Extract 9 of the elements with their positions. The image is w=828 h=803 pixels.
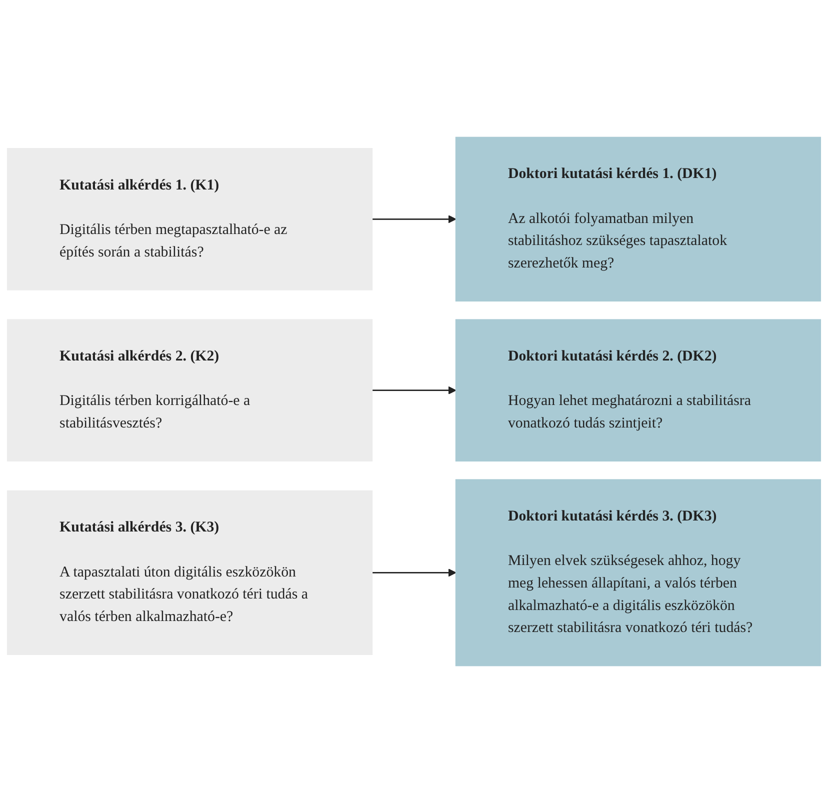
node-box: Doktori kutatási kérdés 1. (DK1) Az alkotói folyamatban milyen stabilitáshoz szükséges tapasztalatok szerezhetők meg? xyxy=(455,136,822,302)
node-box: Kutatási alkérdés 2. (K2) Digitális térben korrigálható-e a stabilitásvesztés? xyxy=(6,319,373,462)
arrow xyxy=(372,386,456,394)
node-box: Doktori kutatási kérdés 2. (DK2) Hogyan lehet meghatározni a stabilitásra vonatkozó tudás szintjeit? xyxy=(455,319,822,462)
node-box: Doktori kutatási kérdés 3. (DK3) Milyen elvek szükségesek ahhoz, hogy meg lehessen állapítani, a valós térben alkalmazható-e a digitális eszközökön szerzett stabilitásra vonatkozó téri tudás? xyxy=(455,479,822,666)
arrow xyxy=(372,215,456,224)
node-box: Kutatási alkérdés 1. (K1) Digitális térben megtapasztalható-e az építés során a stabilitás? xyxy=(6,148,373,290)
node-box: Kutatási alkérdés 3. (K3) A tapasztalati úton digitális eszközökön szerzett stabilitásra vonatkozó téri tudás a valós térben alkalmazható-e? xyxy=(6,490,373,656)
arrow xyxy=(372,568,456,577)
